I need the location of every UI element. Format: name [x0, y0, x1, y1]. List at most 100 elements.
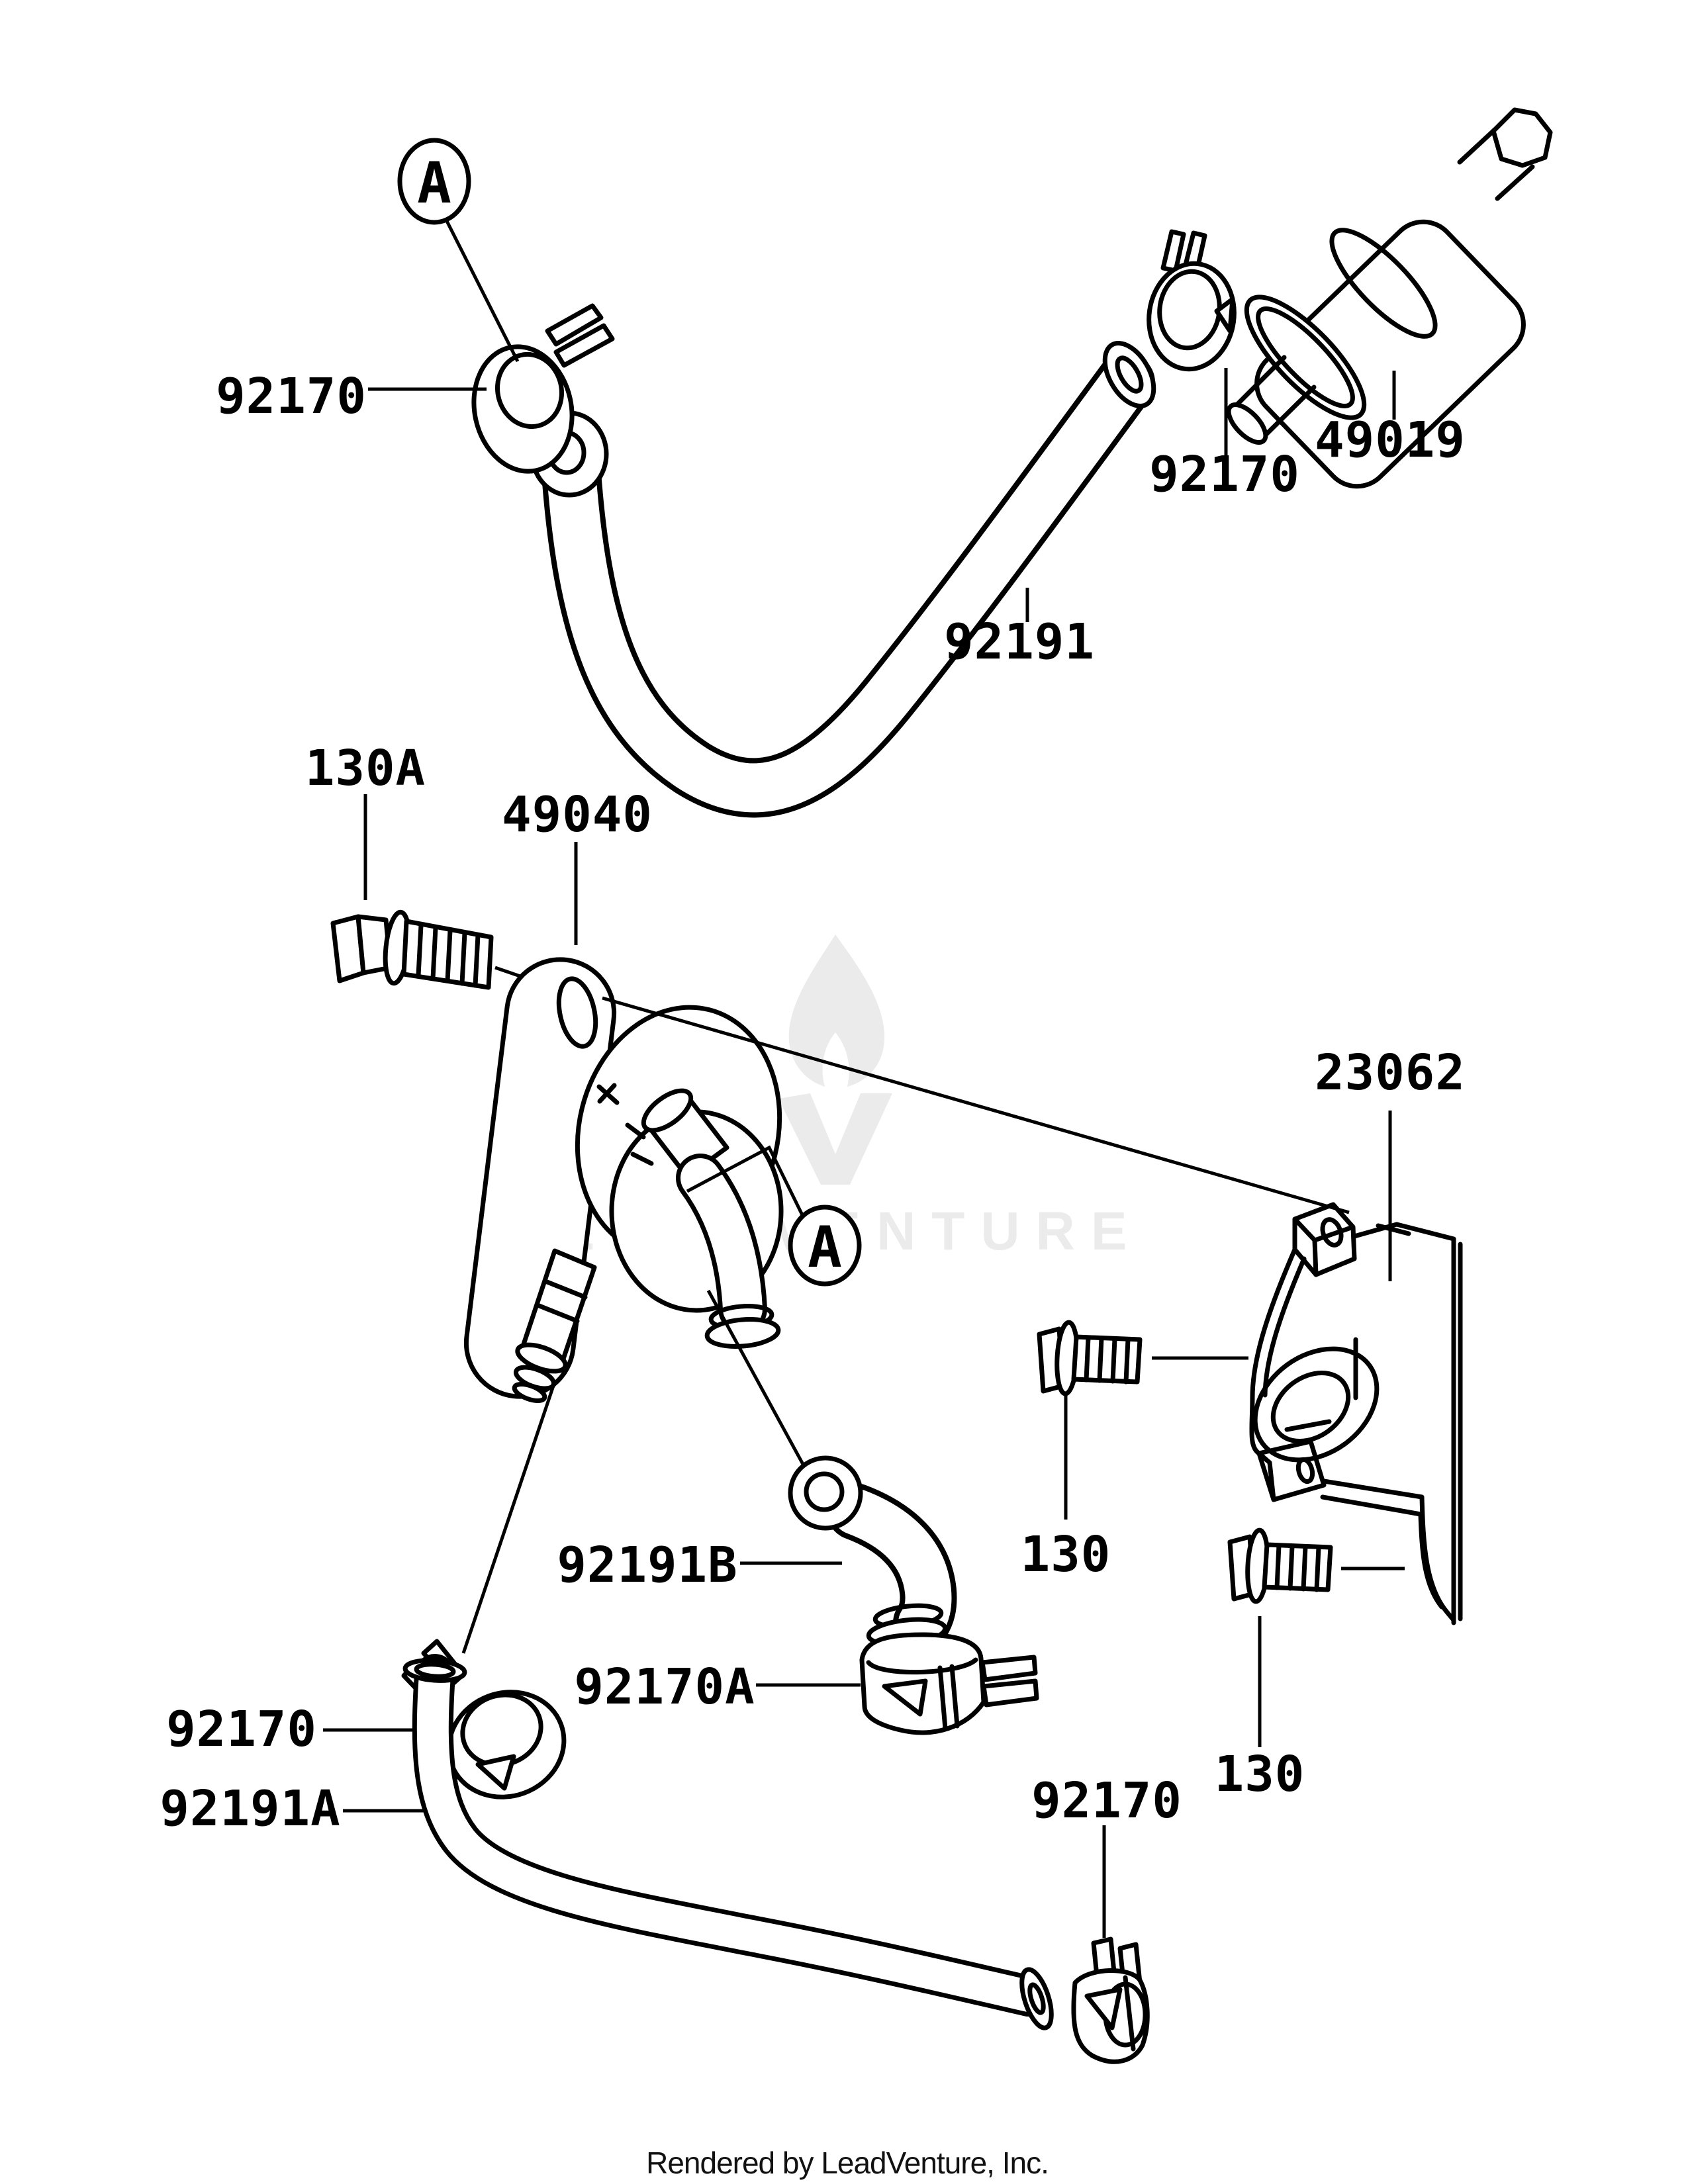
- filter-outlet-stub: [1457, 127, 1497, 165]
- bolt-130-lower: [1227, 1527, 1405, 1604]
- bolt-130-upper: [1037, 1320, 1248, 1396]
- hose-92191a-top-bore: [414, 1662, 456, 1679]
- part-label-bolt-lower: 130: [1215, 1746, 1305, 1803]
- fuel-pump-49040: [463, 957, 784, 1403]
- bracket-keyhole-inner: [1270, 1370, 1351, 1444]
- bracket-keyhole-notch: [1284, 1419, 1332, 1432]
- filter-inlet-stub: [1260, 385, 1317, 441]
- clamp-prong: [545, 303, 604, 347]
- clamp-92170-top: [471, 303, 615, 474]
- clamp-notch: [1084, 1987, 1123, 2030]
- part-label-hose-main: 92191: [944, 614, 1095, 670]
- clamp-tongue: [937, 1665, 948, 1731]
- filter-inlet-stub: [1230, 355, 1287, 412]
- pump-flange-hole: [556, 976, 598, 1049]
- assembly-line-outlet-to-clamp: [461, 1381, 557, 1654]
- flame-icon: [788, 934, 885, 1087]
- bolt-thread: [1314, 1545, 1321, 1592]
- bracket-bottom-fold-inner: [1320, 1494, 1423, 1517]
- bolt-thread: [1274, 1543, 1282, 1590]
- pump-detail-mark: [625, 1122, 646, 1140]
- hose-92191a-end: [1019, 1967, 1054, 2030]
- filter-face: [1244, 295, 1367, 420]
- part-label-clamp-filter: 92170: [1149, 446, 1300, 503]
- hose-92191b-ring-hole: [804, 1471, 845, 1512]
- bracket-lower-flange-inner: [1418, 1512, 1444, 1610]
- bracket-bottom-tab: [1256, 1439, 1327, 1502]
- bolt-thread: [1288, 1543, 1295, 1591]
- part-label-fuel-filter: 49019: [1315, 412, 1466, 469]
- part-label-bracket: 23062: [1315, 1044, 1466, 1101]
- bolt-thread: [445, 928, 453, 983]
- filter-outlet-cap: [1491, 107, 1553, 168]
- part-label-clamp-a: 92170A: [574, 1659, 755, 1715]
- hose-92191a-end-bore: [1027, 1982, 1046, 2015]
- bolt-thread: [1110, 1336, 1117, 1384]
- clamp-band-top-arc: [866, 1657, 978, 1675]
- clamp-band-opening: [494, 351, 565, 430]
- bolt-shank: [1262, 1542, 1333, 1592]
- callout-a-mid-circle: [788, 1205, 862, 1287]
- bolt-thread: [1123, 1337, 1131, 1385]
- clamp-tongue: [1123, 1975, 1136, 2052]
- bolt-thread: [416, 923, 424, 978]
- part-label-bolt-upper: 130: [1021, 1526, 1111, 1583]
- filter-body: [1254, 219, 1526, 489]
- bolt-shank: [1071, 1334, 1143, 1385]
- bracket-top-edge: [1352, 1222, 1456, 1242]
- leader-line-a-mid: [686, 1145, 807, 1222]
- bracket-bend-mark: [1376, 1223, 1411, 1236]
- part-label-fuel-pump: 49040: [502, 786, 653, 843]
- bolt-thread: [473, 933, 481, 988]
- bracket-bottom-fold: [1321, 1479, 1425, 1500]
- pump-outlet-rib: [535, 1302, 580, 1324]
- pump-outlet-rib: [543, 1279, 588, 1300]
- bracket-left-edge: [1249, 1247, 1297, 1456]
- assembly-line-nipple-to-hose-b: [706, 1289, 823, 1498]
- clamp-notch: [475, 1754, 516, 1791]
- part-label-hose-b: 92191B: [557, 1537, 737, 1594]
- hose-92191b: [788, 1455, 957, 1651]
- filter-seam: [1329, 228, 1438, 339]
- filter-inlet-cap: [1226, 402, 1268, 445]
- fuel-filter-49019: [1226, 107, 1553, 489]
- bracket-keyhole-outer: [1252, 1346, 1380, 1463]
- part-label-clamp-bottom: 92170: [1031, 1772, 1182, 1829]
- pump-elbow-fill: [680, 1158, 763, 1329]
- bolt-thread: [430, 925, 438, 981]
- clamp-notch: [1214, 296, 1235, 334]
- part-label-clamp-mid: 92170: [166, 1701, 317, 1758]
- part-label-clamp-top: 92170: [216, 368, 367, 425]
- callout-a-mid: A: [686, 1145, 862, 1287]
- clamp-92170-bottom: [1071, 1936, 1150, 2064]
- clamp-prong: [981, 1678, 1039, 1707]
- v-logo-icon: [778, 1093, 892, 1185]
- bolt-130a: [330, 909, 534, 990]
- filter-outlet-stub: [1495, 164, 1535, 201]
- clamp-92170a: [859, 1632, 1039, 1735]
- clamp-notch: [882, 1678, 928, 1717]
- callout-a-mid-label: A: [808, 1214, 842, 1281]
- pump-detail-mark: [597, 1083, 617, 1104]
- clamp-prong: [980, 1655, 1038, 1682]
- hose-92191: [530, 341, 1156, 818]
- pump-detail-mark: [630, 1152, 654, 1166]
- callout-a-top: A: [397, 138, 520, 363]
- pump-nipple-cap: [641, 1088, 694, 1133]
- pump-outlet-tip-end: [512, 1382, 547, 1403]
- hose-92191-bore: [1115, 355, 1144, 394]
- callout-a-top-circle: [397, 138, 471, 225]
- callout-a-top-label: A: [417, 150, 451, 216]
- hose-92191a-fill: [416, 1659, 1045, 2012]
- bracket-bottom-tab-hole: [1295, 1457, 1315, 1484]
- part-label-hose-a: 92191A: [160, 1780, 340, 1837]
- bracket-23062: [1249, 1202, 1463, 1625]
- clamp-92170-filter: [1147, 229, 1237, 372]
- hose-92191-fill: [546, 358, 1150, 813]
- bolt-thread: [1301, 1544, 1308, 1592]
- bracket-tab-hole: [1320, 1217, 1344, 1248]
- bracket-left-edge-inner: [1262, 1256, 1307, 1398]
- clamp-tongue: [949, 1664, 960, 1729]
- clamp-prong: [553, 323, 615, 368]
